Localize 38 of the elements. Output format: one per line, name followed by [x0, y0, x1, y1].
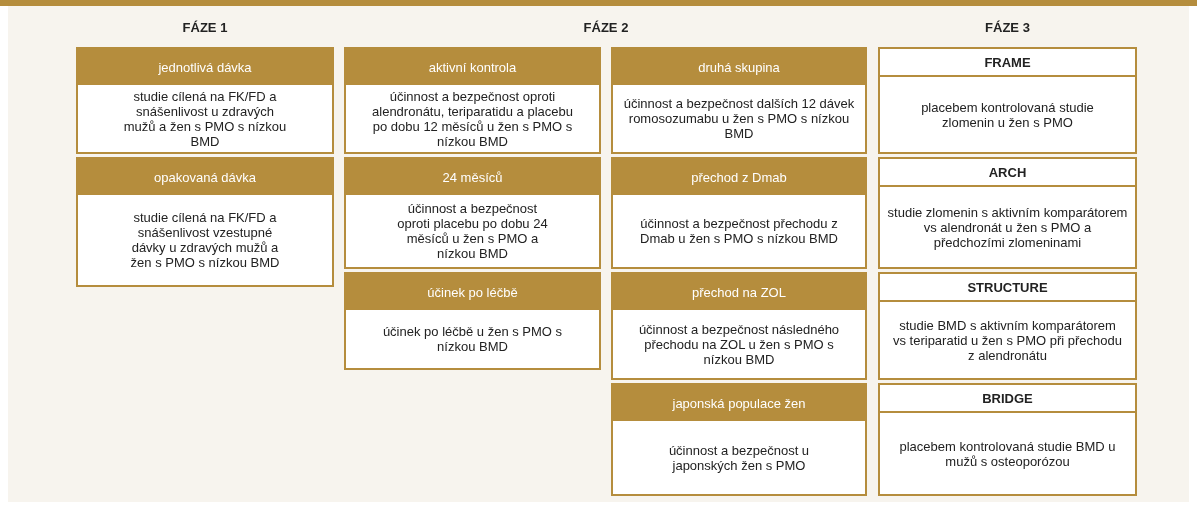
card-text: studie cílená na FK/FD a snášenlivost vzestupné dávky u zdravých mužů a žen s PMO s nízkou BMD [129, 210, 281, 270]
card-header: opakovaná dávka [78, 159, 332, 195]
card-header: účinek po léčbě [346, 274, 599, 310]
card-text: účinnost a bezpečnost oproti alendronátu, teriparatidu a placebu po dobu 12 měsíců u žen s PMO s nízkou BMD [371, 88, 574, 149]
card-header: přechod z Dmab [613, 159, 865, 195]
card-header: jednotlivá dávka [78, 49, 332, 85]
card-header: 24 měsíců [346, 159, 599, 195]
study-card [344, 157, 601, 269]
card-text: studie zlomenin s aktivním komparátorem vs alendronát u žen s PMO a předchozími zlomeninami [887, 204, 1128, 250]
study-card [878, 157, 1137, 269]
card-text: účinnost a bezpečnost oproti placebu po dobu 24 měsíců u žen s PMO a nízkou BMD [396, 201, 549, 261]
card-text: placebem kontrolovaná studie zlomenin u žen s PMO [920, 99, 1095, 130]
study-card [76, 47, 334, 154]
card-text: účinnost a bezpečnost následného přechodu na ZOL u žen s PMO s nízkou BMD [637, 321, 841, 367]
card-header: japonská populace žen [613, 385, 865, 421]
phase-heading: FÁZE 2 [582, 20, 630, 35]
card-text: placebem kontrolovaná studie BMD u mužů s osteoporózou [898, 438, 1117, 469]
card-text: účinnost a bezpečnost u japonských žen s PMO [667, 442, 811, 473]
study-card [611, 157, 867, 269]
card-text: účinnost a bezpečnost přechodu z Dmab u žen s PMO s nízkou BMD [639, 216, 839, 246]
study-card [344, 272, 601, 370]
study-card [878, 47, 1137, 154]
card-text: účinnost a bezpečnost dalších 12 dávek romosozumabu u žen s PMO s nízkou BMD [622, 96, 856, 141]
card-header: druhá skupina [613, 49, 865, 85]
study-card [344, 47, 601, 154]
study-card [76, 157, 334, 287]
study-card [878, 272, 1137, 380]
card-text: studie cílená na FK/FD a snášenlivost u zdravých mužů a žen s PMO s nízkou BMD [122, 88, 288, 149]
study-card [611, 47, 867, 154]
card-header: přechod na ZOL [613, 274, 865, 310]
phase-heading: FÁZE 1 [181, 20, 229, 35]
card-header: aktivní kontrola [346, 49, 599, 85]
phase-heading: FÁZE 3 [984, 20, 1031, 35]
card-text: studie BMD s aktivním komparátorem vs teriparatid u žen s PMO při přechodu z alendronátu [892, 317, 1123, 363]
card-text: účinek po léčbě u žen s PMO s nízkou BMD [381, 324, 564, 354]
study-card [878, 383, 1137, 496]
study-card [611, 272, 867, 380]
study-card [611, 383, 867, 496]
